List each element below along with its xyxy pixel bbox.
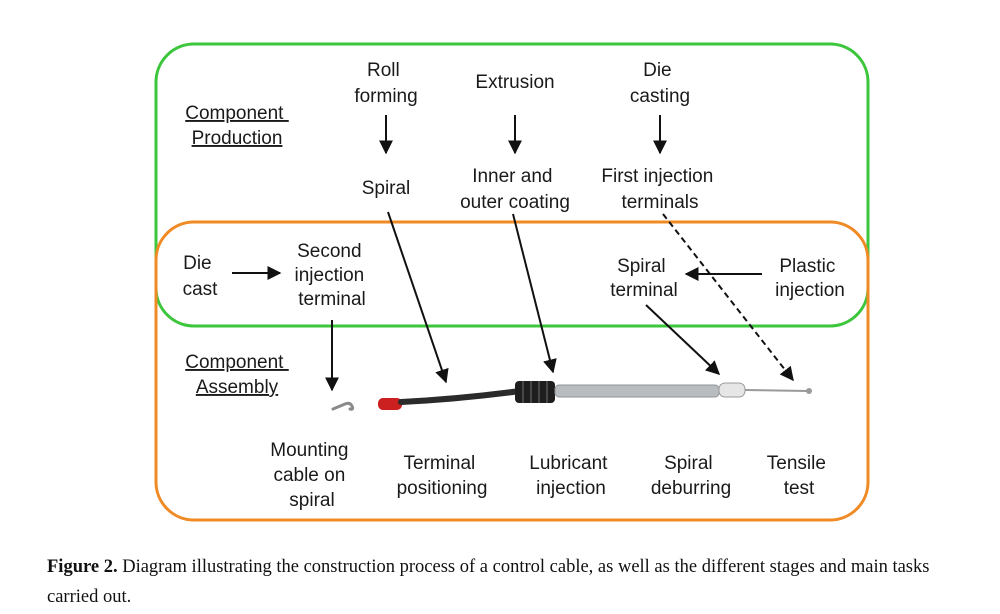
node-first-injection-terminals: First injection terminals [601,166,718,213]
node-roll-forming: Roll forming [354,60,417,107]
white-end-terminal [718,382,746,398]
red-terminal-cap [378,398,402,410]
inner-wire [744,389,808,392]
wire-end-nipple [806,388,812,394]
silver-tube [554,384,720,398]
mounting-hook-piece [331,401,355,411]
arrow-first-injection-to-tensile [662,213,794,382]
stage-terminal-positioning: Terminal positioning [397,453,488,499]
stage-lubricant-injection: Lubricant injection [529,453,612,499]
control-cable-illustration [331,381,812,411]
figure-caption: Figure 2. Diagram illustrating the const… [47,552,982,612]
arrow-spiral-terminal-to-deburring [645,304,721,375]
figure-caption-text: Diagram illustrating the construction pr… [47,557,930,607]
node-die-casting: Die casting [630,60,690,107]
node-inner-outer-coating: Inner and outer coating [460,166,570,213]
node-extrusion: Extrusion [475,72,554,93]
production-box [154,42,870,328]
node-second-injection-terminal: Second injection terminal [295,241,370,310]
black-cable-sheath [398,388,523,405]
section-production-title: Component Production [185,103,289,149]
node-spiral-terminal: Spiral terminal [610,256,678,301]
stage-spiral-deburring: Spiral deburring [651,453,731,499]
node-plastic-injection: Plastic injection [775,256,845,301]
arrow-coating-to-lubricant [512,213,557,374]
stage-mounting-cable-on-spiral: Mounting cable on spiral [270,440,353,511]
stage-tensile-test: Tensile test [767,453,831,499]
arrow-spiral-to-positioning [387,211,449,384]
assembly-box [154,220,870,522]
node-die-cast: Die cast [183,253,219,300]
figure-label: Figure 2. [47,557,118,577]
section-assembly-title: Component Assembly [185,352,289,398]
bellows-boot [515,381,555,403]
node-spiral: Spiral [362,178,411,199]
